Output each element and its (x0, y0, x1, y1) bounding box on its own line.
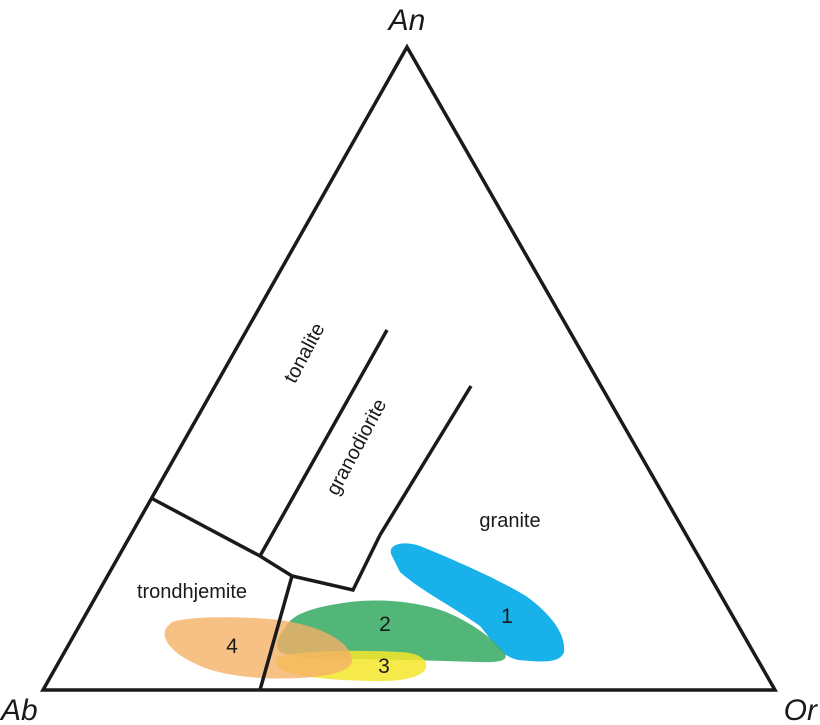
group-label-1: 1 (501, 605, 513, 628)
group-label-4: 4 (226, 635, 238, 658)
vertex-label-or: Or (784, 694, 818, 725)
field-label-trondhjemite: trondhjemite (137, 581, 247, 603)
field-label-tonalite: tonalite (280, 320, 330, 387)
vertex-label-ab: Ab (0, 694, 38, 725)
vertex-label-an: An (387, 4, 426, 37)
group-label-3: 3 (378, 655, 390, 678)
ternary-triangle (39, 43, 779, 692)
group-label-2: 2 (379, 613, 391, 636)
diagram-lines (39, 43, 779, 692)
field-label-granite: granite (479, 510, 540, 532)
composition-fields (164, 543, 565, 682)
field-4-blob (164, 617, 353, 679)
boundary-tonalite-granodiorite (258, 329, 389, 557)
boundary-granodiorite-granite (378, 385, 473, 536)
boundary-trondhjemite-granite (258, 575, 294, 691)
field-1-blob (390, 543, 565, 662)
field-label-granodiorite: granodiorite (322, 395, 391, 499)
